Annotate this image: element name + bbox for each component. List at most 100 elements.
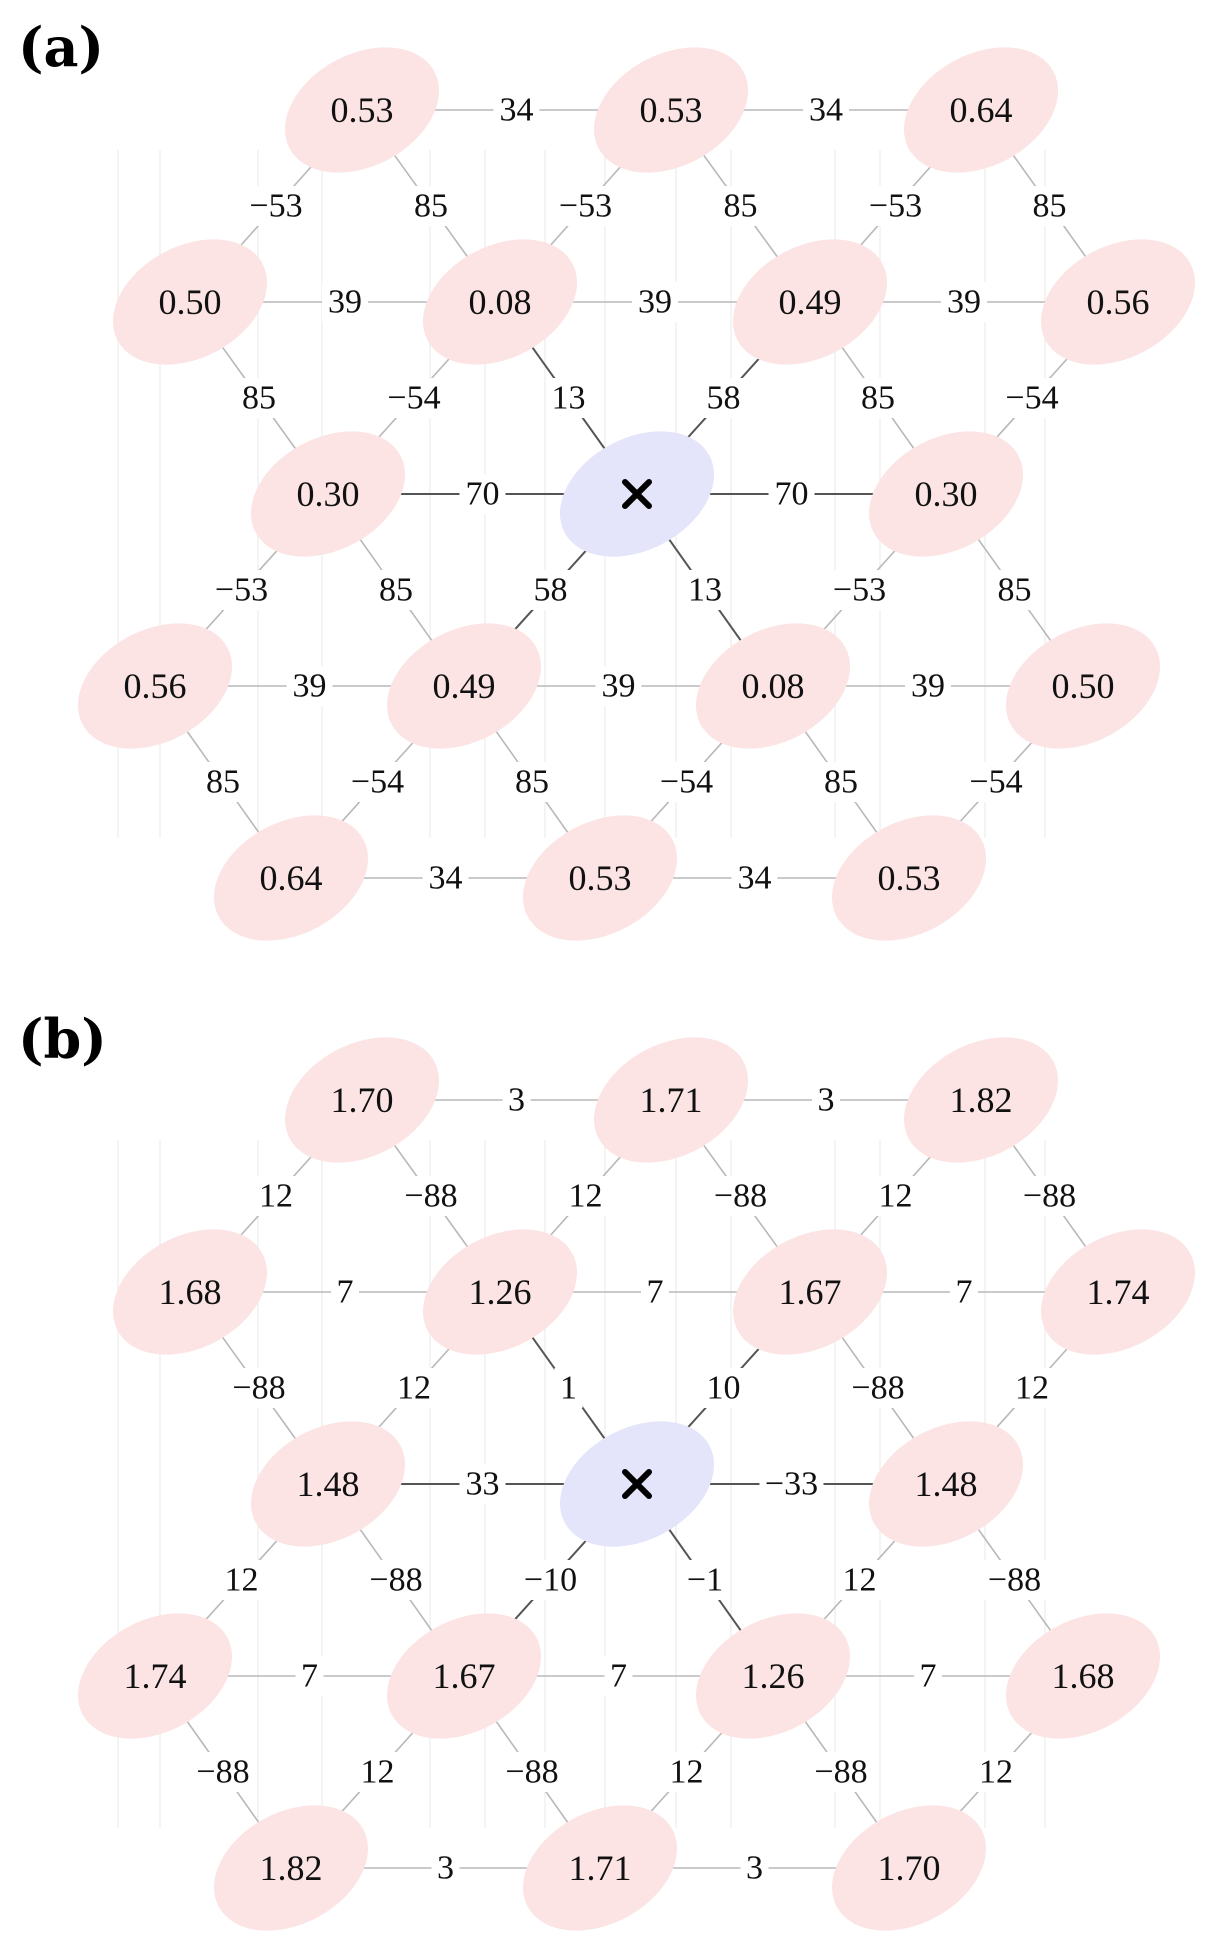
bond-label-bg [493,90,540,130]
site-value: 1.68 [159,1272,222,1312]
bond-label-bg [459,474,506,514]
site-value: 1.26 [469,1272,532,1312]
bond-label-bg [527,570,574,610]
bond-label-bg [941,282,987,322]
bond-label-bg [872,1176,919,1216]
site-value: 0.50 [159,282,222,322]
bond-label-bg [518,1560,583,1600]
bond-label-bg [236,378,282,418]
bond-label-bg [562,1176,609,1216]
bond-value: 12 [979,1754,1013,1791]
site-ellipse [1005,623,1161,749]
bond-label-bg [431,1848,460,1888]
bond-value: 12 [1015,1370,1049,1407]
bond-label-bg [991,570,1038,610]
site-ellipse [1040,239,1196,365]
bond-label-bg [654,762,719,802]
bond-label-bg [422,858,469,898]
site-value: 0.53 [569,858,632,898]
bond-value: 85 [414,188,448,225]
bond-value: 58 [707,380,741,417]
site-ellipse [386,623,542,749]
bond-label-bg [855,378,901,418]
site-value: 0.30 [297,474,360,514]
bond-label-bg [641,1272,669,1312]
bond-label-bg [682,570,728,610]
site-ellipse [831,815,987,941]
bond-value: 3 [818,1082,835,1119]
bond-label-bg [632,282,678,322]
bond-value: 85 [242,380,276,417]
bond-label-bg [809,1752,873,1792]
site-value: 1.71 [569,1848,632,1888]
bond-value: 39 [947,284,981,321]
bond-label-bg [759,1464,824,1504]
site-ellipse [77,623,233,749]
bond-value: −88 [814,1754,867,1791]
site-ellipse [903,47,1059,173]
bond-value: −53 [249,188,302,225]
bond-value: 7 [647,1274,664,1311]
bond-value: −53 [559,188,612,225]
site-ellipse [831,1805,987,1931]
bond-value: −54 [1005,380,1058,417]
bond-value: 12 [569,1178,603,1215]
bond-label-bg [982,1560,1047,1600]
site-ellipse [695,1613,851,1739]
bond-value: 12 [225,1562,259,1599]
site-ellipse [593,47,749,173]
site-ellipse [213,1805,369,1931]
bond-value: −88 [232,1370,285,1407]
bond-value: 33 [466,1466,500,1503]
bond-value: 12 [670,1754,704,1791]
bond-label-bg [364,1560,428,1600]
bond-label-bg [286,666,333,706]
bond-value: 39 [328,284,362,321]
bond-value: 70 [775,476,809,513]
bond-value: −88 [505,1754,558,1791]
site-ellipse [213,815,369,941]
site-value: 0.08 [742,666,805,706]
site-value: 1.26 [742,1656,805,1696]
site-value: 0.64 [950,90,1013,130]
site-ellipse [77,1613,233,1739]
bond-value: −54 [387,380,440,417]
site-ellipse [250,431,406,557]
bond-value: 39 [293,668,327,705]
site-value: 1.67 [433,1656,496,1696]
bond-label-bg [322,282,368,322]
bond-label-bg [1026,186,1073,226]
bond-label-bg [554,1368,583,1408]
bond-value: 85 [861,380,895,417]
bond-value: 85 [379,572,413,609]
bond-value: 3 [746,1850,763,1887]
bond-label-bg [345,762,410,802]
bond-value: −1 [687,1562,723,1599]
bond-label-bg [295,1656,324,1696]
bond-label-bg [1009,1368,1055,1408]
site-ellipse [868,431,1024,557]
bond-value: −54 [351,764,404,801]
bond-label-bg [209,570,274,610]
bond-label-bg [905,666,951,706]
bond-value: 3 [508,1082,525,1119]
site-value: 1.71 [640,1080,703,1120]
bond-value: 7 [610,1658,627,1695]
bond-value: −88 [196,1754,249,1791]
site-ellipse [422,239,578,365]
bond-value: 34 [809,92,843,129]
bond-label-bg [253,1176,299,1216]
bond-value: 13 [688,572,722,609]
bond-label-bg [459,1464,506,1504]
bond-label-bg [717,186,764,226]
bond-label-bg [700,1368,747,1408]
bond-label-bg [331,1272,359,1312]
bond-label-bg [408,186,454,226]
bond-label-bg [964,762,1028,802]
bond-label-bg [768,474,815,514]
